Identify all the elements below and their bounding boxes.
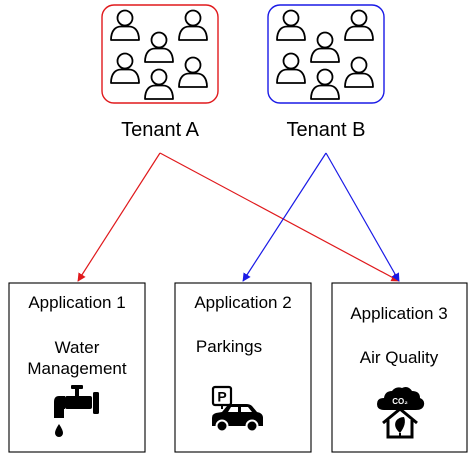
application-2-box-group: Application 2 Parkings P <box>174 282 312 453</box>
connection-tenant-b-to-app-3 <box>325 152 400 282</box>
tenant-a-group: Tenant A <box>101 4 219 141</box>
application-1-box <box>8 282 146 453</box>
tenant-b-label: Tenant B <box>287 119 366 141</box>
application-2-box <box>174 282 312 453</box>
application-1-line-1: Water <box>55 338 100 357</box>
application-3-line-1: Air Quality <box>360 348 439 367</box>
water-tap-icon <box>54 385 99 437</box>
application-2-title: Application 2 <box>194 293 291 312</box>
parking-sign-letter: P <box>217 389 226 405</box>
application-1-box-group: Application 1 Water Management <box>8 282 146 453</box>
co2-cloud-text: CO₂ <box>392 397 408 406</box>
tenant-b-group: Tenant B <box>267 4 385 141</box>
application-1-line-2: Management <box>27 359 127 378</box>
application-2-line-1: Parkings <box>196 337 262 356</box>
connection-tenant-b-to-app-2 <box>242 152 327 282</box>
application-3-title: Application 3 <box>350 304 447 323</box>
connection-tenant-a-to-app-1 <box>77 152 161 282</box>
tenant-a-label: Tenant A <box>121 119 200 141</box>
connection-tenant-a-to-app-3 <box>159 152 400 282</box>
application-1-title: Application 1 <box>28 293 125 312</box>
co2-house-leaf-icon: CO₂ <box>377 387 425 439</box>
parking-car-icon: P <box>211 385 263 433</box>
application-3-box-group: Application 3 Air Quality CO₂ <box>331 282 468 453</box>
